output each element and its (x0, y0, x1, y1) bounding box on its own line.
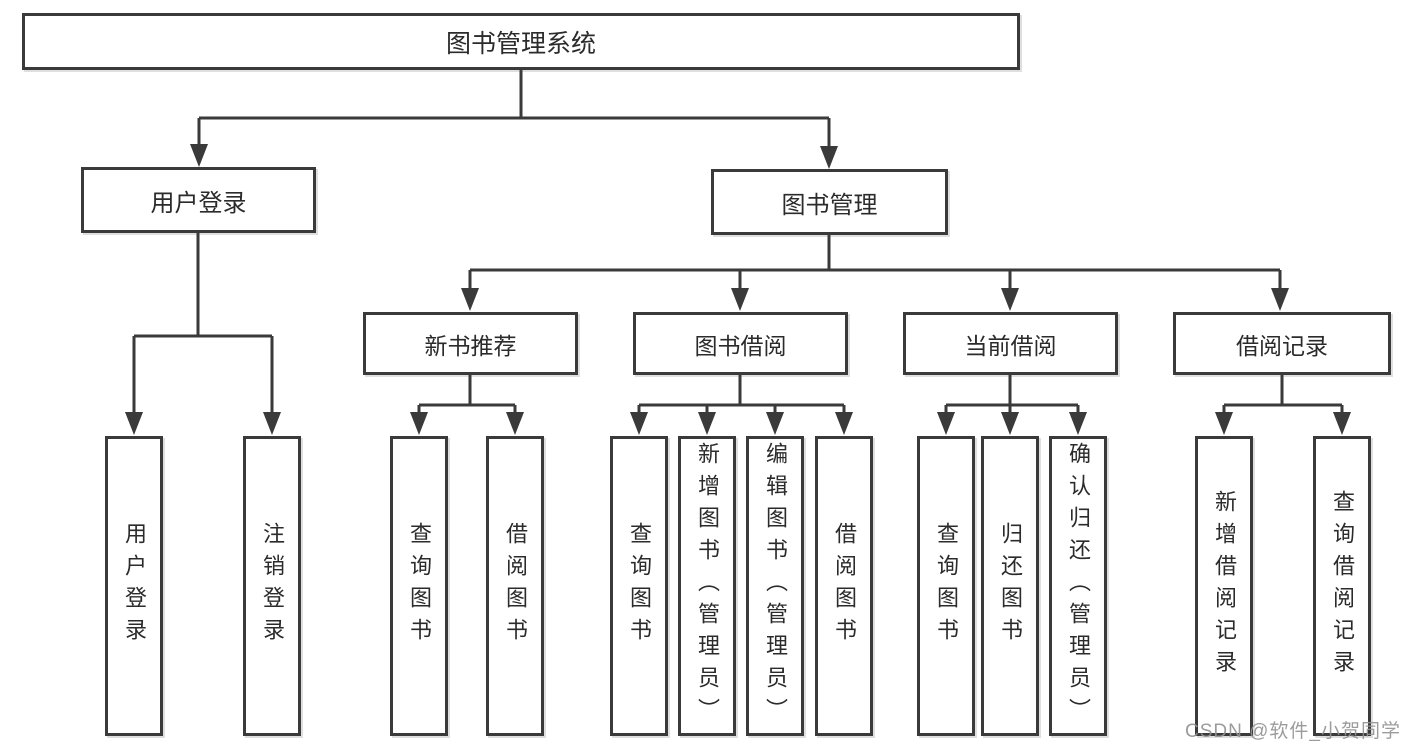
leaf-query-books-recommend: 查询图书 (390, 436, 448, 736)
node-book-management: 图书管理 (711, 169, 948, 235)
leaf-borrow-books-recommend: 借阅图书 (486, 436, 544, 736)
arrowheads (125, 144, 1351, 435)
leaf-query-books-current: 查询图书 (917, 436, 975, 736)
leaf-logout: 注销登录 (243, 436, 301, 736)
csdn-watermark: CSDN @软件_小贺同学 (1185, 721, 1401, 742)
node-new-book-recommend: 新书推荐 (363, 312, 578, 375)
leaf-query-borrow-record: 查询借阅记录 (1313, 436, 1371, 736)
node-current-borrowing: 当前借阅 (903, 312, 1118, 375)
node-library-system: 图书管理系统 (22, 13, 1020, 70)
node-user-login: 用户登录 (81, 167, 316, 233)
node-book-borrowing: 图书借阅 (633, 312, 848, 375)
leaf-edit-book-admin: 编辑图书（管理员） (746, 436, 804, 736)
connector-paths (132, 70, 1344, 418)
leaf-return-book: 归还图书 (981, 436, 1039, 736)
leaf-confirm-return-admin: 确认归还（管理员） (1049, 436, 1107, 736)
leaf-user-login: 用户登录 (105, 436, 163, 736)
leaf-add-borrow-record: 新增借阅记录 (1195, 436, 1253, 736)
leaf-query-books-borrowing: 查询图书 (610, 436, 668, 736)
leaf-add-book-admin: 新增图书（管理员） (678, 436, 736, 736)
node-borrow-records: 借阅记录 (1173, 312, 1391, 375)
leaf-borrow-books-borrowing: 借阅图书 (815, 436, 873, 736)
